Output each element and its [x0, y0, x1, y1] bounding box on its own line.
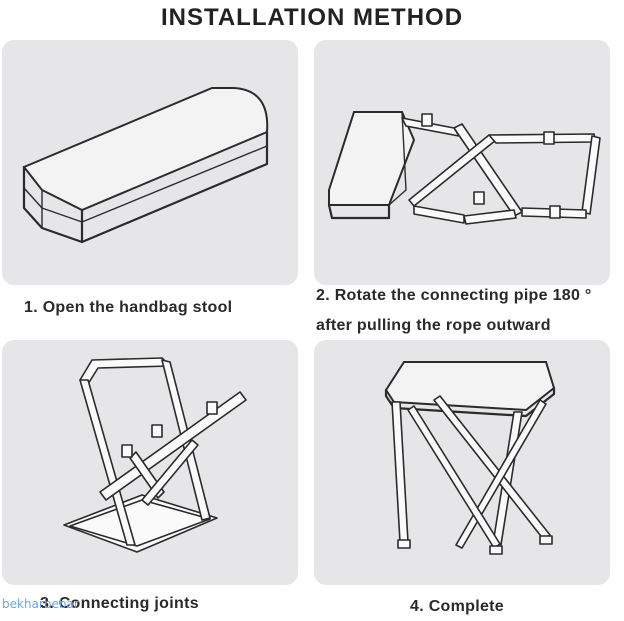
connecting-joints-illustration [63, 357, 247, 553]
complete-stool-illustration [384, 361, 556, 555]
folded-stool-illustration [22, 87, 269, 244]
page-title: INSTALLATION METHOD [160, 4, 464, 31]
step-1-caption: 1. Open the handbag stool [24, 299, 233, 316]
step-2-panel [314, 40, 610, 285]
watermark: bekharbebar [2, 597, 79, 611]
step-2-caption-line2: after pulling the rope outward [316, 317, 551, 334]
step-4-caption: 4. Complete [410, 598, 504, 615]
step-3-panel [2, 340, 298, 585]
step-2-caption-line1: 2. Rotate the connecting pipe 180 ° [316, 287, 592, 304]
step-1-panel [2, 40, 298, 285]
step-3-caption: 3. Connecting joints [40, 595, 199, 612]
step-4-panel [314, 340, 610, 585]
unfolding-stool-illustration [327, 111, 601, 225]
